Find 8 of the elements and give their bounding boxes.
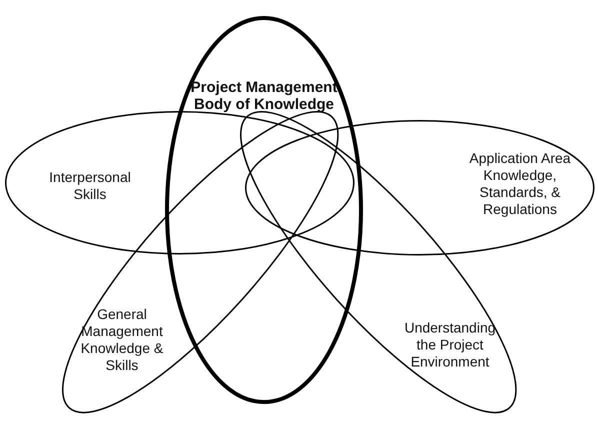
ellipse-label: Application Area Knowledge, Standards, & Regulations: [468, 150, 572, 218]
ellipse-label: Project Management Body of Knowledge: [190, 79, 338, 113]
ellipse-label: Interpersonal Skills: [48, 169, 132, 203]
ellipse: [245, 120, 595, 256]
ellipse-label: General Management Knowledge & Skills: [80, 306, 164, 374]
ellipse: [5, 111, 355, 255]
ellipse-label: Understanding the Project Environment: [403, 319, 497, 370]
ellipse: [165, 16, 363, 404]
